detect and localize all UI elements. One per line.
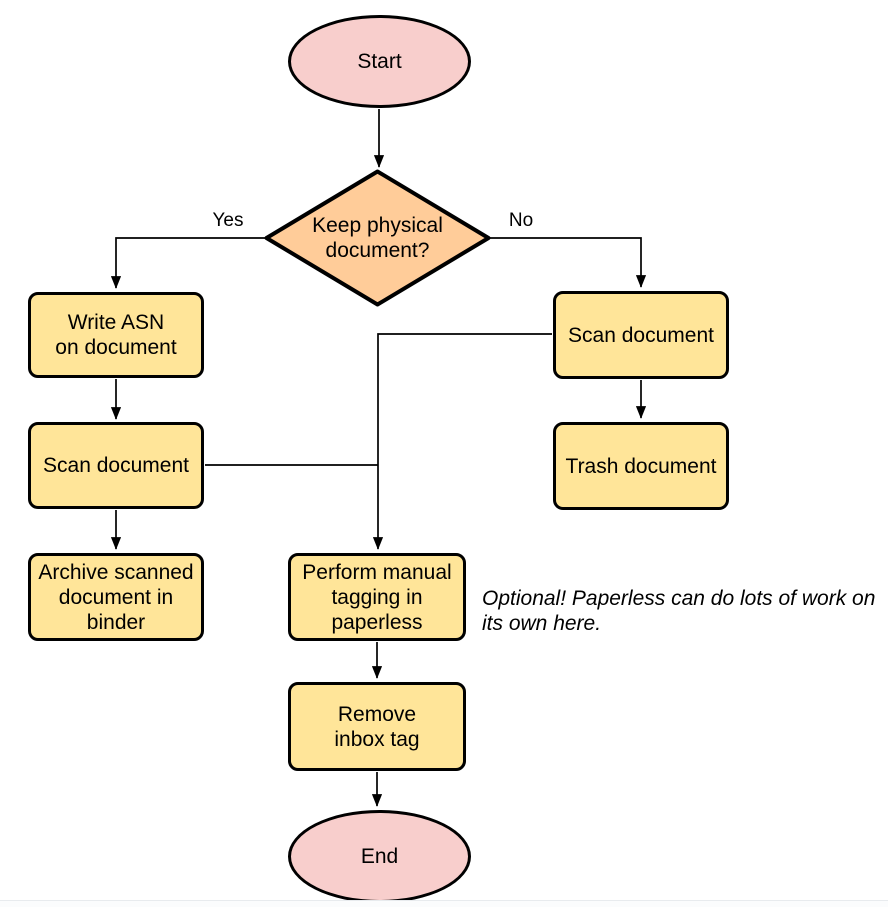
process-scan-document-right: Scan document (553, 291, 729, 379)
connector-decision-no-to-scan-right (490, 237, 647, 288)
annotation-note: Optional! Paperless can do lots of work … (482, 587, 876, 635)
process-scan-document-left: Scan document (28, 422, 204, 509)
end-label: End (360, 845, 399, 868)
end-terminator: End (288, 810, 471, 903)
process-manual-tagging: Perform manual tagging in paperless (288, 553, 466, 641)
edge-label-yes: Yes (212, 210, 244, 231)
process-write-asn: Write ASN on document (28, 292, 204, 378)
bottom-divider (0, 900, 888, 907)
process-remove-inbox-tag: Remove inbox tag (288, 682, 466, 771)
process-trash-document-label: Trash document (565, 454, 717, 478)
connector-scan-right-to-tagging (372, 333, 552, 550)
process-remove-inbox-tag-label: Remove inbox tag (334, 702, 420, 751)
start-terminator: Start (288, 15, 471, 108)
edge-label-no: No (508, 210, 534, 231)
process-archive-binder: Archive scanned document in binder (28, 553, 204, 641)
process-trash-document: Trash document (553, 422, 729, 510)
decision-label: Keep physical document? (312, 214, 443, 262)
process-scan-document-left-label: Scan document (43, 454, 189, 477)
process-scan-document-right-label: Scan document (568, 323, 714, 347)
process-manual-tagging-label: Perform manual tagging in paperless (302, 560, 452, 634)
connector-decision-yes-to-write-asn (110, 237, 265, 289)
decision-keep-physical-document: Keep physical document? (264, 169, 491, 307)
process-write-asn-label: Write ASN on document (55, 311, 177, 359)
start-label: Start (357, 50, 402, 73)
diamond-shape (264, 169, 491, 307)
process-archive-binder-label: Archive scanned document in binder (38, 560, 194, 634)
